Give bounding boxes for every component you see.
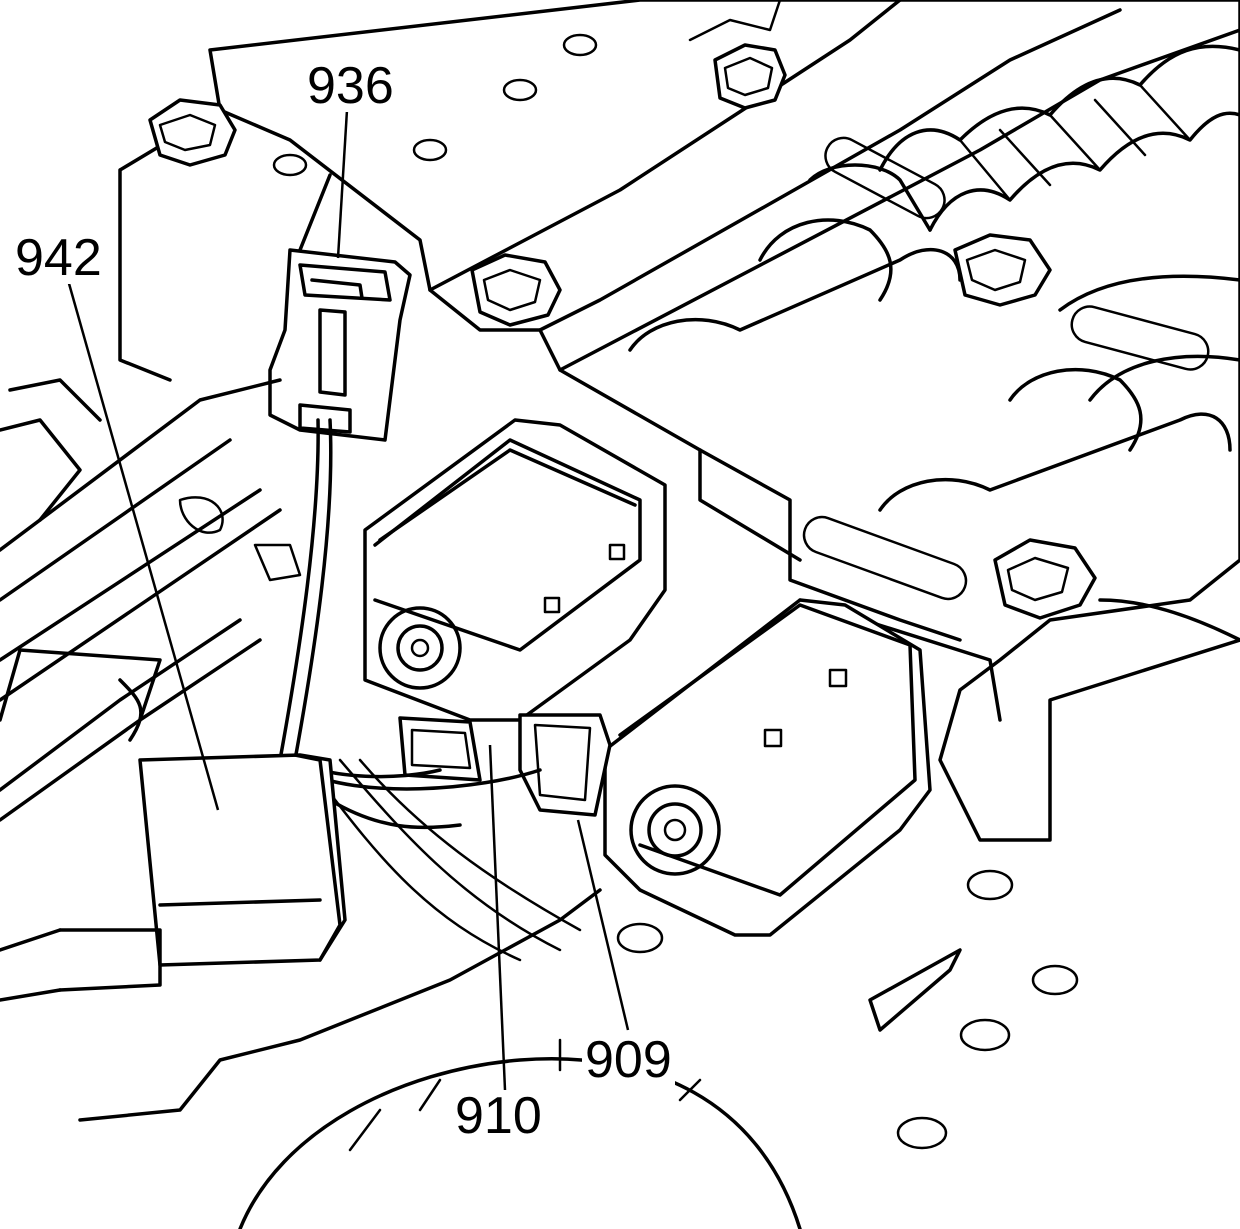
left-tube-frame: [0, 378, 302, 822]
leader-936: [336, 109, 349, 259]
callout-909: 909: [582, 1034, 675, 1086]
bolt-3: [470, 253, 562, 327]
callout-936: 936: [304, 60, 397, 112]
leader-909: [576, 819, 630, 1031]
wiring-loom: [878, 44, 1240, 402]
leader-942: [66, 279, 220, 811]
connector-936: [268, 173, 412, 442]
valve-body-plate: [118, 0, 1240, 842]
connector-910: [398, 716, 482, 782]
callout-910: 910: [452, 1090, 545, 1142]
bolt-1: [148, 98, 237, 167]
solenoid-valve-upper: [628, 136, 962, 352]
bolt-5: [993, 538, 1097, 620]
leader-910: [488, 744, 507, 1091]
connector-909: [518, 713, 612, 817]
connector-942: [0, 753, 347, 1002]
solenoid-910: [363, 418, 667, 722]
solenoid-909: [603, 598, 932, 937]
bolt-2: [713, 43, 787, 110]
lower-case-plate: [78, 598, 1240, 1229]
callout-942: 942: [12, 232, 105, 284]
bolt-4: [953, 233, 1052, 307]
leader-lines: [66, 109, 630, 1091]
wire-harness: [278, 418, 582, 962]
plate-holes: [272, 33, 1079, 1150]
